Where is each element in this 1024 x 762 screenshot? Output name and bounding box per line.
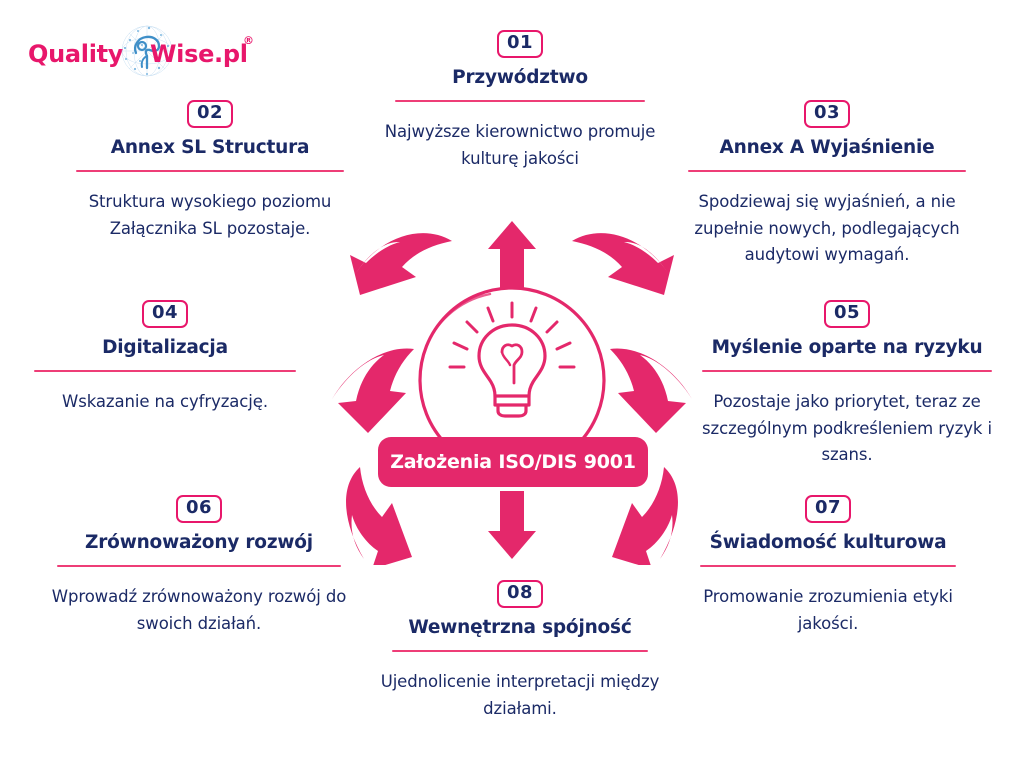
item-title: Wewnętrzna spójność [408, 616, 632, 638]
item-number-badge: 03 [803, 100, 851, 128]
item-card-03: 03 Annex A Wyjaśnienie Spodziewaj się wy… [672, 100, 982, 269]
arrow-down-icon [488, 491, 536, 559]
item-title: Przywództwo [452, 66, 588, 88]
item-number-badge: 06 [175, 495, 223, 523]
item-body: Promowanie zrozumienia etyki jakości. [703, 586, 953, 633]
item-number-badge: 04 [141, 300, 189, 328]
item-title: Świadomość kulturowa [709, 531, 947, 553]
item-body: Ujednolicenie interpretacji między dział… [380, 671, 660, 718]
item-title: Digitalizacja [102, 336, 228, 358]
item-card-08: 08 Wewnętrzna spójność Ujednolicenie int… [362, 580, 678, 722]
arrow-down-right-icon [612, 467, 678, 565]
center-hub: Założenia ISO/DIS 9001 [330, 215, 694, 565]
item-card-02: 02 Annex SL Structura Struktura wysokieg… [62, 100, 358, 242]
divider-rule [688, 169, 966, 172]
arrow-left-icon [332, 348, 414, 433]
item-title: Annex A Wyjaśnienie [719, 136, 935, 158]
item-card-05: 05 Myślenie oparte na ryzyku Pozostaje j… [692, 300, 1002, 469]
arrow-up-icon [488, 221, 536, 289]
item-body: Najwyższe kierownictwo promuje kulturę j… [384, 121, 656, 168]
arrow-down-left-icon [346, 467, 412, 565]
divider-rule [395, 99, 645, 102]
item-body: Wskazanie na cyfryzację. [62, 391, 268, 411]
divider-rule [392, 649, 648, 652]
item-number-badge: 02 [186, 100, 234, 128]
divider-rule [700, 564, 956, 567]
item-number-badge: 01 [496, 30, 544, 58]
brand-name-left: Quality [28, 40, 124, 68]
item-card-01: 01 Przywództwo Najwyższe kierownictwo pr… [362, 30, 678, 172]
item-body: Struktura wysokiego poziomu Załącznika S… [88, 191, 332, 238]
item-card-07: 07 Świadomość kulturowa Promowanie zrozu… [672, 495, 984, 637]
arrow-right-icon [610, 348, 692, 433]
item-card-04: 04 Digitalizacja Wskazanie na cyfryzację… [22, 300, 308, 416]
item-card-06: 06 Zrównoważony rozwój Wprowadź zrównowa… [42, 495, 356, 637]
arrow-up-right-icon [572, 233, 674, 295]
registered-mark: ® [243, 34, 254, 47]
divider-rule [34, 369, 296, 372]
brain-network-logo-icon [116, 20, 178, 82]
item-body: Pozostaje jako priorytet, teraz ze szcze… [702, 391, 992, 465]
divider-rule [57, 564, 341, 567]
item-title: Myślenie oparte na ryzyku [711, 336, 983, 358]
lightbulb-icon [477, 323, 547, 418]
lightbulb-rays [448, 301, 576, 369]
item-number-badge: 05 [823, 300, 871, 328]
center-badge-label: Założenia ISO/DIS 9001 [390, 451, 636, 473]
center-badge: Założenia ISO/DIS 9001 [378, 437, 648, 487]
item-number-badge: 07 [804, 495, 852, 523]
arrow-up-left-icon [350, 233, 452, 295]
divider-rule [76, 169, 344, 172]
item-body: Spodziewaj się wyjaśnień, a nie zupełnie… [694, 191, 960, 265]
brand-logo[interactable]: Quality [28, 20, 268, 82]
item-title: Annex SL Structura [110, 136, 310, 158]
divider-rule [702, 369, 992, 372]
item-title: Zrównoważony rozwój [85, 531, 313, 553]
item-body: Wprowadź zrównoważony rozwój do swoich d… [51, 586, 347, 633]
brand-name-right: Wise.pl [150, 40, 248, 68]
item-number-badge: 08 [496, 580, 544, 608]
